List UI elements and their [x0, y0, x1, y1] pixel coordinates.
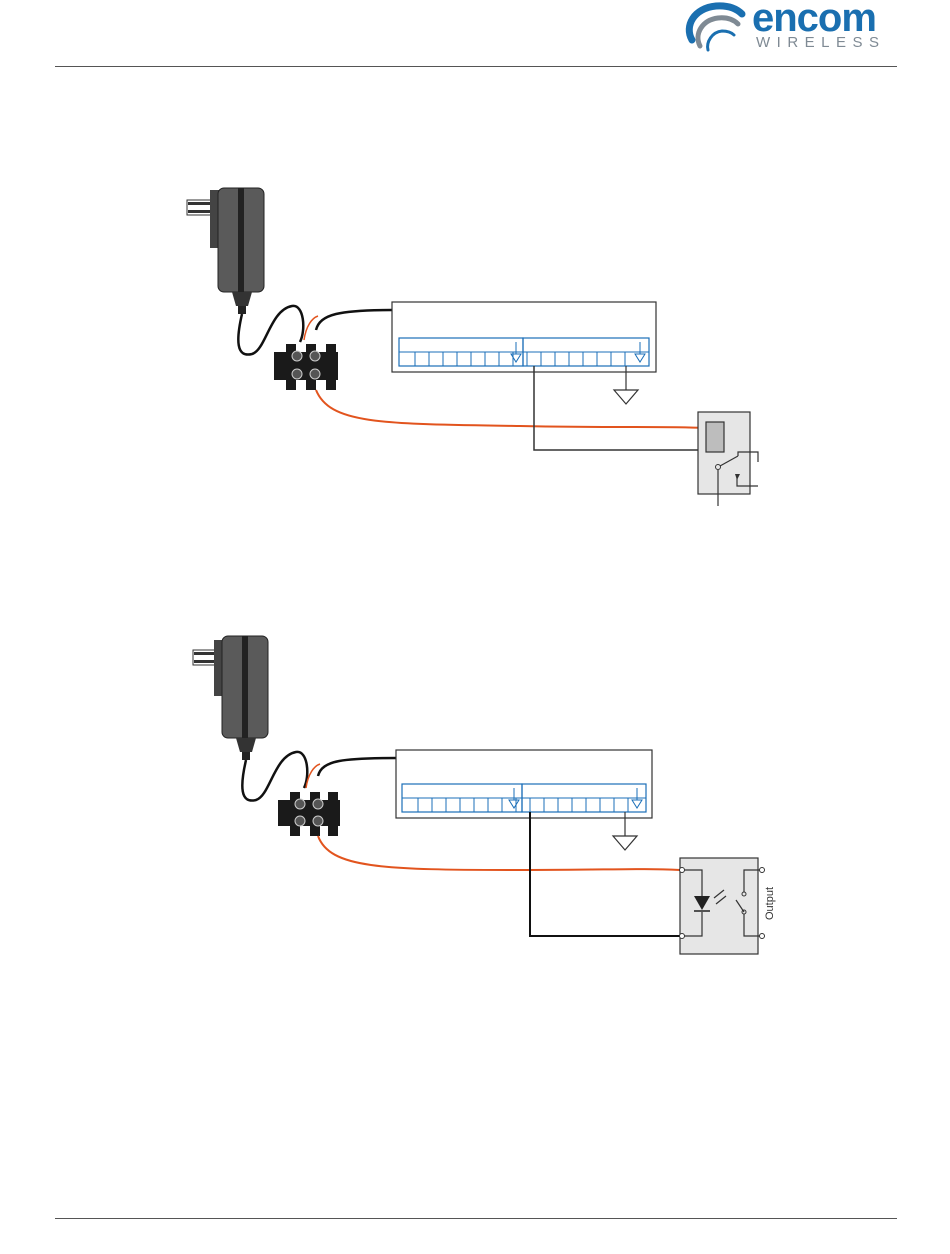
- control-wire-2: [530, 812, 680, 936]
- encom-wireless-logo: encom WIRELESS: [680, 0, 900, 56]
- header-divider: [55, 66, 897, 67]
- terminal-block-2: [278, 792, 340, 836]
- controller-board-2: [396, 750, 652, 818]
- relay-coil: [706, 422, 724, 452]
- black-wire-2: [318, 758, 398, 776]
- black-wire-1: [316, 310, 392, 330]
- terminal-block-1: [274, 344, 338, 390]
- optocoupler-module: Output: [680, 858, 777, 954]
- power-adapter-1: [187, 188, 264, 314]
- red-wire-1: [316, 390, 706, 428]
- footer-divider: [55, 1218, 897, 1219]
- relay-module: [698, 412, 758, 506]
- controller-board-1: [392, 302, 656, 372]
- logo-swirl-icon: [680, 0, 760, 56]
- relay-wiring-diagram: [0, 180, 950, 520]
- power-adapter-2: [193, 636, 268, 760]
- brand-subtitle: WIRELESS: [756, 34, 886, 51]
- optocoupler-wiring-diagram: Output: [0, 630, 950, 960]
- output-label: Output: [764, 887, 776, 920]
- control-wire-1: [534, 366, 706, 450]
